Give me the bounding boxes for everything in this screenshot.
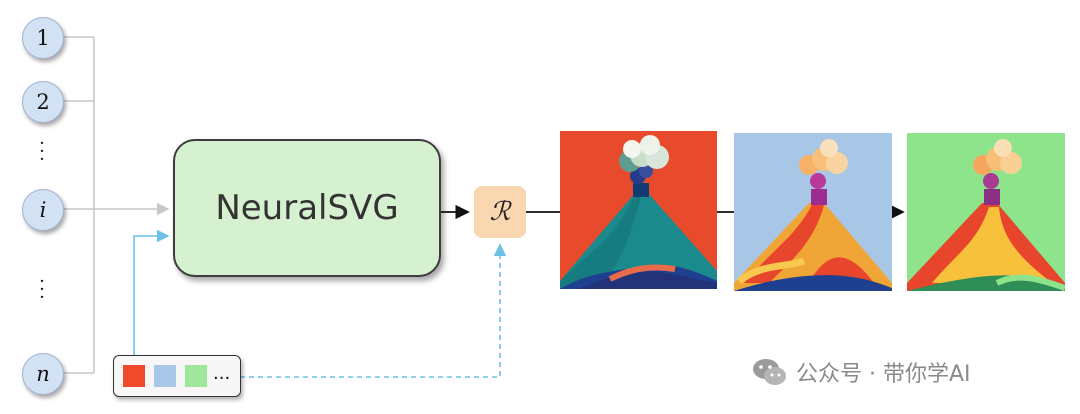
input-bracket [62,36,95,374]
volcano-red-background-image [560,131,717,289]
palette-swatch-green [185,365,207,387]
input-node-label: i [39,198,47,222]
input-node-i: i [22,189,64,231]
renderer-label: ℛ [489,197,511,227]
input-node-n: n [22,353,64,395]
watermark: 公众号 · 带你学AI [752,356,971,388]
input-node-1: 1 [22,17,64,59]
palette-swatch-red [123,365,145,387]
color-palette: ... [113,355,241,397]
palette-swatch-blue [154,365,176,387]
volcano-blue-background-image [734,133,892,291]
neuralsvg-model-box: NeuralSVG [173,139,441,277]
renderer-box: ℛ [474,186,526,238]
input-node-label: n [36,362,50,386]
input-node-label: 1 [36,26,50,50]
input-node-2: 2 [22,81,64,123]
input-node-label: 2 [36,90,50,114]
watermark-text: 公众号 · 带你学AI [796,362,971,387]
wechat-icon [753,359,786,385]
ellipsis-vertical-lower: ··· [39,271,45,308]
palette-to-model-arrow [133,229,170,355]
palette-more-label: ... [213,363,231,384]
model-label: NeuralSVG [215,188,399,228]
volcano-green-background-image [907,133,1065,291]
ellipsis-vertical-upper: ··· [39,133,45,170]
